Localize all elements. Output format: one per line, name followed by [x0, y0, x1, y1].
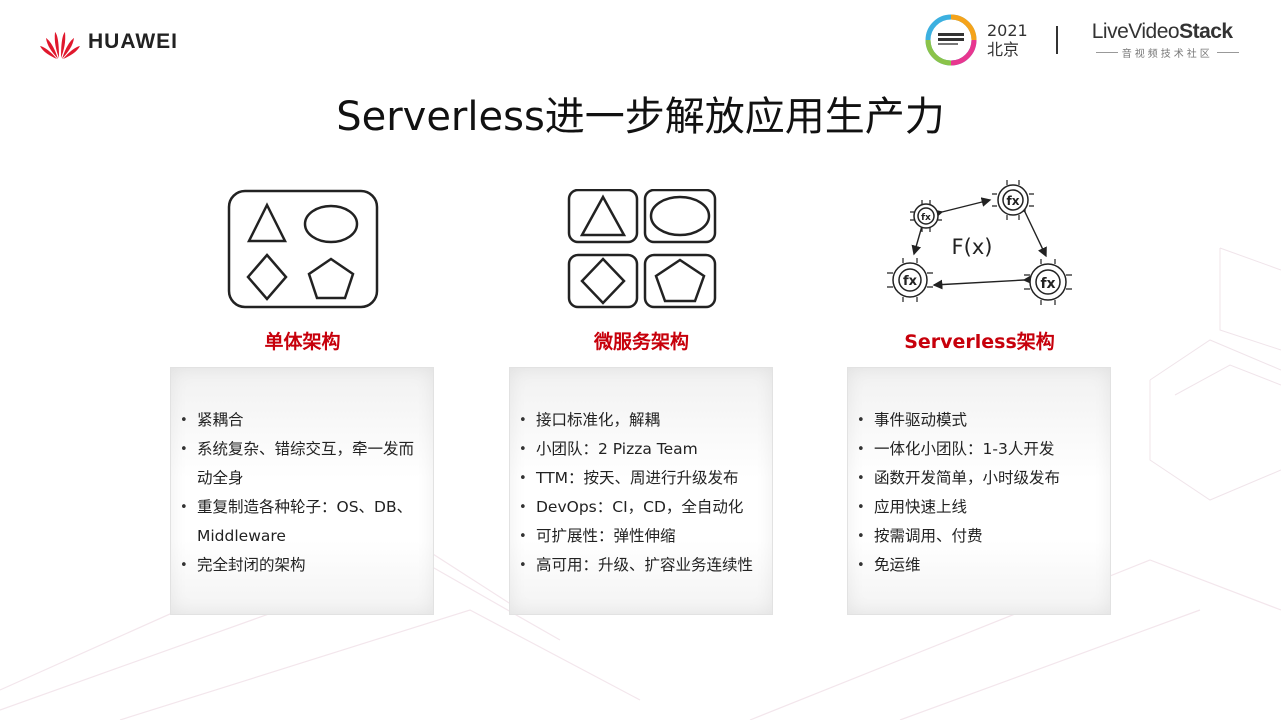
conference-branding: 2021 北京 LiveVideoStack 音视频技术社区: [925, 14, 1243, 66]
conference-date: 2021 北京: [987, 21, 1028, 59]
list-item: 重复制造各种轮子：OS、DB、Middleware: [180, 493, 423, 551]
huawei-wordmark: HUAWEI: [88, 30, 178, 53]
list-item: 应用快速上线: [857, 493, 1100, 522]
serverless-feature-list: 事件驱动模式 一体化小团队：1-3人开发 函数开发简单，小时级发布 应用快速上线…: [848, 368, 1110, 580]
list-item: 完全封闭的架构: [180, 551, 423, 580]
livevideostackcon-logo-icon: [925, 14, 977, 66]
list-item: 系统复杂、错综交互，牵一发而动全身: [180, 435, 423, 493]
pentagon-icon: [307, 257, 355, 300]
header-divider: [1055, 26, 1058, 54]
microservice-card: 接口标准化，解耦 小团队：2 Pizza Team TTM：按天、周进行升级发布…: [509, 367, 773, 615]
microservice-feature-list: 接口标准化，解耦 小团队：2 Pizza Team TTM：按天、周进行升级发布…: [510, 368, 772, 580]
serverless-title: Serverless架构: [904, 331, 1055, 353]
list-item: 免运维: [857, 551, 1100, 580]
monolith-title: 单体架构: [264, 331, 341, 353]
monolith-card: 紧耦合 系统复杂、错综交互，牵一发而动全身 重复制造各种轮子：OS、DB、Mid…: [170, 367, 434, 615]
list-item: 按需调用、付费: [857, 522, 1100, 551]
svg-text:fx: fx: [1007, 194, 1020, 208]
huawei-logo: HUAWEI: [38, 24, 198, 60]
community-subtitle: 音视频技术社区: [1121, 49, 1213, 60]
list-item: TTM：按天、周进行升级发布: [519, 464, 762, 493]
list-item: 紧耦合: [180, 406, 423, 435]
livevideostack-subtitle: 音视频技术社区: [1092, 45, 1243, 60]
svg-text:fx: fx: [903, 274, 918, 289]
list-item: 接口标准化，解耦: [519, 406, 762, 435]
triangle-icon: [246, 202, 288, 243]
function-node-icon: fx: [992, 180, 1034, 220]
function-center-label: F(x): [952, 235, 993, 259]
function-node-icon: fx: [887, 258, 933, 302]
function-node-icon: fx: [910, 200, 942, 232]
list-item: DevOps：CI，CD，全自动化: [519, 493, 762, 522]
serverless-function-diagram: fx fx fx fx F(x): [887, 180, 1072, 305]
huawei-flower-icon: [40, 32, 80, 59]
monolith-feature-list: 紧耦合 系统复杂、错综交互，牵一发而动全身 重复制造各种轮子：OS、DB、Mid…: [171, 368, 433, 580]
list-item: 事件驱动模式: [857, 406, 1100, 435]
list-item: 函数开发简单，小时级发布: [857, 464, 1100, 493]
function-node-icon: fx: [1024, 259, 1072, 305]
conference-city: 北京: [987, 40, 1020, 59]
serverless-card: 事件驱动模式 一体化小团队：1-3人开发 函数开发简单，小时级发布 应用快速上线…: [847, 367, 1111, 615]
pentagon-icon: [654, 258, 706, 303]
livevideostack-suffix: Stack: [1179, 20, 1233, 43]
microservice-architecture-icon: [567, 189, 717, 309]
microservice-title: 微服务架构: [593, 331, 689, 353]
ellipse-icon: [649, 195, 711, 237]
list-item: 一体化小团队：1-3人开发: [857, 435, 1100, 464]
diamond-icon: [580, 257, 626, 305]
livevideostack-logo: LiveVideoStack 音视频技术社区: [1092, 20, 1243, 60]
list-item: 高可用：升级、扩容业务连续性: [519, 551, 762, 580]
livevideostack-wordmark: LiveVideoStack: [1092, 20, 1233, 44]
svg-text:fx: fx: [921, 213, 931, 223]
page-title: Serverless进一步解放应用生产力: [336, 94, 945, 140]
conference-year: 2021: [987, 21, 1028, 40]
ellipse-icon: [303, 204, 359, 244]
triangle-icon: [579, 194, 627, 237]
list-item: 小团队：2 Pizza Team: [519, 435, 762, 464]
monolith-architecture-icon: [227, 189, 379, 309]
list-item: 可扩展性：弹性伸缩: [519, 522, 762, 551]
diamond-icon: [246, 253, 288, 301]
svg-text:fx: fx: [1040, 276, 1055, 292]
livevideostack-prefix: LiveVideo: [1091, 20, 1180, 43]
